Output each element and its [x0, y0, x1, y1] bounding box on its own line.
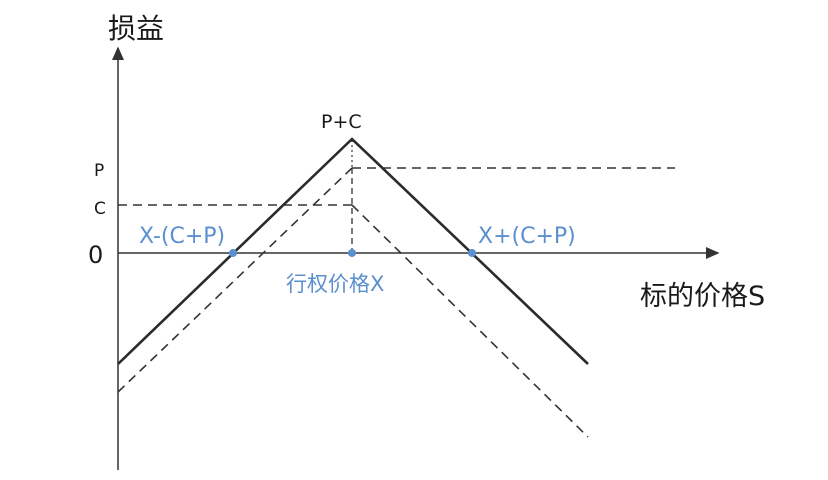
combined-payoff-line [117, 137, 589, 365]
left-breakeven-dot [229, 249, 237, 257]
peak-label: P+C [321, 111, 362, 133]
call-payoff-dashed-line [351, 204, 589, 438]
left-breakeven-label: X-(C+P) [139, 224, 225, 249]
right-breakeven-label: X+(C+P) [478, 224, 576, 249]
origin-label: 0 [88, 241, 103, 269]
right-breakeven-dot [468, 249, 476, 257]
strike-dot [348, 249, 356, 257]
p-tick-label: P [94, 161, 104, 181]
x-axis-title: 标的价格S [640, 281, 765, 312]
y-axis-title: 损益 [108, 12, 164, 45]
c-tick-label: C [94, 199, 106, 219]
strike-label: 行权价格X [286, 272, 384, 296]
put-payoff-dashed-line [117, 167, 353, 393]
